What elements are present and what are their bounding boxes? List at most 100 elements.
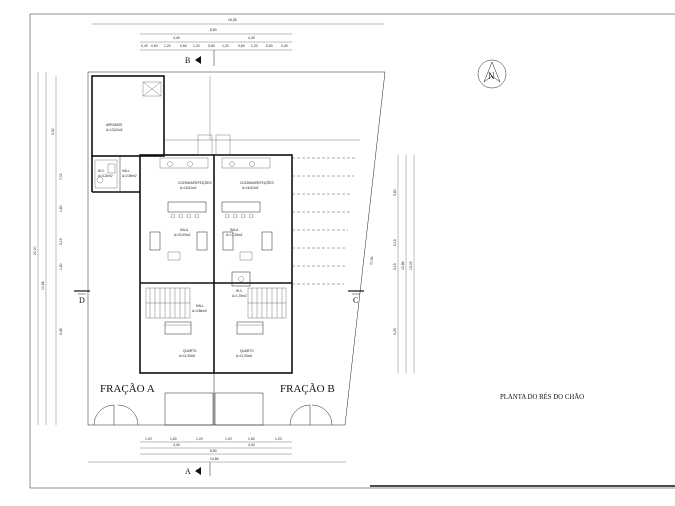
- bed-a: [164, 321, 192, 335]
- dim-right-part-4: 5,25: [393, 328, 397, 335]
- dim-bottom-seg-5: 1,60: [248, 437, 255, 441]
- armchair-a: [196, 231, 208, 251]
- dim-bottom-seg-3: 1,20: [196, 437, 203, 441]
- armchair-b: [261, 231, 273, 251]
- coffee-table-b: [239, 251, 253, 261]
- dim-left-outer: 20,00: [33, 246, 37, 255]
- room-hall-service-area: A=2,89m2: [122, 174, 137, 178]
- house-outer-walls: [139, 154, 293, 374]
- wc-b-toilet-icon: [238, 276, 244, 282]
- dim-top-half-2: 4,40: [248, 36, 255, 40]
- dim-top-seg-1: 0,40: [141, 44, 148, 48]
- dim-left-part-1: 3,30: [51, 128, 55, 135]
- room-bedroom-a-area: A=11,30m2: [179, 354, 195, 358]
- section-label-bottom: A: [185, 467, 191, 476]
- dim-left-part-6: 5,45: [59, 328, 63, 335]
- dim-left-part-3: 1,80: [59, 205, 63, 212]
- room-hall-a-name: HALL: [196, 304, 204, 308]
- room-hall-a-area: A=3,86m2: [192, 309, 207, 313]
- dim-top-seg-9: 1,20: [251, 44, 258, 48]
- dim-top-sub: 8,80: [210, 28, 217, 32]
- kitchen-a-counter: [159, 157, 209, 169]
- dim-left-part-2: 7,02: [59, 173, 63, 180]
- room-kitchen-b-name: COZINHA/REFEIÇÕES: [240, 180, 274, 185]
- storage-shelf-cross2: [142, 81, 162, 97]
- sofa-a: [149, 231, 161, 251]
- room-wc-b-name: W.C.: [236, 289, 243, 293]
- section-label-top: B: [185, 56, 190, 65]
- room-storage-area: A=13,02m2: [106, 128, 123, 132]
- section-label-left: D: [79, 296, 85, 305]
- wc-sink-icon: [107, 163, 116, 174]
- stair-a: [145, 287, 191, 319]
- section-label-right: C: [353, 296, 358, 305]
- sofa-b: [222, 231, 234, 251]
- section-marker-bottom: [195, 462, 211, 476]
- room-wc-b-area: A=1,75m2: [232, 294, 247, 298]
- room-bedroom-b-name: QUARTO: [240, 349, 254, 353]
- dim-top-seg-11: 0,40: [281, 44, 288, 48]
- room-wc-a-area: A=3,20m2: [98, 174, 113, 178]
- sink-b-icon: [249, 161, 255, 167]
- room-bedroom-a-name: QUARTO: [183, 349, 197, 353]
- north-arrow-icon: [477, 59, 507, 89]
- dim-bottom-seg-6: 1,20: [275, 437, 282, 441]
- wc-b-walls: [231, 271, 251, 287]
- section-marker-top: [195, 50, 215, 66]
- dim-bottom-seg-4: 1,20: [225, 437, 232, 441]
- dim-left-part-5: 1,80: [59, 263, 63, 270]
- room-living-a-name: SALA: [180, 228, 189, 232]
- dim-top-seg-3: 1,20: [164, 44, 171, 48]
- dim-top-seg-7: 1,20: [222, 44, 229, 48]
- storage-shelf: [142, 81, 162, 97]
- stove-a-icon: [167, 161, 173, 167]
- room-kitchen-a-name: COZINHA/REFEIÇÕES: [178, 180, 212, 185]
- dim-top-seg-6: 0,60: [208, 44, 215, 48]
- dining-table-a: [167, 201, 207, 213]
- dim-top-seg-2: 0,60: [151, 44, 158, 48]
- dim-top-seg-4: 0,60: [180, 44, 187, 48]
- dim-bottom-half-2: 4,40: [248, 443, 255, 447]
- dim-left-mid: 10,84: [41, 281, 45, 290]
- room-living-b-name: SALA: [230, 228, 239, 232]
- dim-right-part-1: 3,80: [393, 189, 397, 196]
- dining-table-b: [221, 201, 261, 213]
- garage-b: [214, 392, 264, 426]
- dim-left-part-4: 3,15: [59, 238, 63, 245]
- room-kitchen-a-area: A=16,52m2: [180, 186, 197, 190]
- dim-top-seg-10: 0,60: [266, 44, 273, 48]
- room-hall-service-name: HALL: [122, 169, 130, 173]
- section-marker-right: [348, 290, 364, 295]
- room-storage-name: ARRUMOS: [106, 123, 122, 127]
- dim-bottom-seg-1: 1,20: [145, 437, 152, 441]
- garage-a: [164, 392, 214, 426]
- stove-b-icon: [229, 161, 235, 167]
- room-bedroom-b-area: A=11,30m2: [236, 354, 252, 358]
- chimney-a: [197, 134, 213, 156]
- dim-top-total: 16,28: [228, 18, 237, 22]
- room-kitchen-b-area: A=16,52m2: [242, 186, 259, 190]
- room-living-a-area: A=20,49m2: [174, 233, 191, 237]
- dim-bottom-seg-2: 1,60: [170, 437, 177, 441]
- room-wc-a-name: W.C.: [98, 169, 105, 173]
- drawing-title: PLANTA DO RÉS DO CHÃO: [500, 393, 584, 401]
- dim-top-seg-8: 0,60: [238, 44, 245, 48]
- dining-chairs: [170, 213, 254, 219]
- bed-b: [236, 321, 264, 335]
- dim-bottom-half-1: 4,40: [173, 443, 180, 447]
- coffee-table-a: [167, 251, 181, 261]
- dim-right-mid: 12,86: [401, 261, 405, 270]
- dim-right-outer: 13,05: [409, 261, 413, 270]
- stair-b: [247, 287, 287, 319]
- unit-b-label: FRAÇÃO B: [280, 383, 335, 395]
- sink-a-icon: [187, 161, 193, 167]
- unit-a-label: FRAÇÃO A: [100, 383, 155, 395]
- dim-right-part-2: 2,15: [393, 239, 397, 246]
- room-living-b-area: A=17,28m2: [226, 233, 243, 237]
- section-marker-left: [74, 290, 90, 295]
- dim-right-part-3: 3,15: [393, 263, 397, 270]
- kitchen-b-counter: [221, 157, 271, 169]
- storage-walls: [91, 75, 165, 157]
